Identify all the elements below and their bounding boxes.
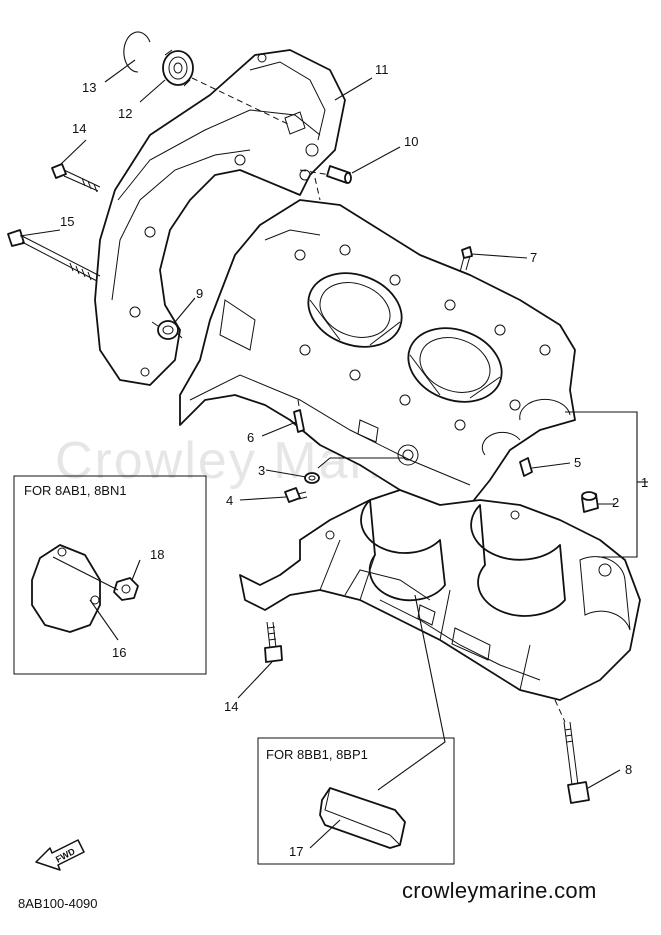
callout-15: 15 [60,214,74,229]
bearing [162,49,194,87]
callout-11: 11 [375,62,389,77]
callout-13: 13 [82,80,96,95]
nut [113,577,139,601]
bolt-lower-right [554,699,590,804]
inset-box-8bb1-8bp1 [257,737,455,865]
stud-screw [459,246,473,273]
leader-lines [19,59,621,849]
callout-1: 1 [641,475,648,490]
lower-crankcase [239,489,641,701]
callout-9: 9 [196,286,203,301]
blank-plate [319,787,406,849]
upper-crankcase [179,199,576,511]
callout-10: 10 [404,134,418,149]
callout-8: 8 [625,762,632,777]
inset-box-label-left: FOR 8AB1, 8BN1 [24,483,127,498]
callout-16: 16 [112,645,126,660]
callout-12: 12 [118,106,132,121]
callout-3: 3 [258,463,265,478]
bolt-upper [51,163,101,193]
nipple [581,491,599,513]
washer [304,472,320,484]
callout-numbers: 1 2 3 4 5 6 7 8 9 10 11 12 13 14 14 15 1… [60,62,648,859]
fwd-arrow-icon: FWD [35,839,85,871]
callout-7: 7 [530,250,537,265]
callout-14-upper: 14 [72,121,86,136]
long-bolt [7,229,101,282]
callout-5: 5 [574,455,581,470]
small-bolt [284,487,308,503]
callout-18: 18 [150,547,164,562]
bolt-lower-left [264,621,283,663]
oil-seal [151,320,183,340]
callout-2: 2 [612,495,619,510]
site-url: crowleymarine.com [402,878,597,903]
inset-box-label-bottom: FOR 8BB1, 8BP1 [266,747,368,762]
callout-14-lower: 14 [224,699,238,714]
dowel-pin-upper [326,165,352,184]
circlip [123,31,151,73]
callout-17: 17 [289,844,303,859]
crankcase-cover [94,49,346,386]
pin [293,409,305,433]
inset-box-8ab1-8bn1 [13,475,207,675]
callout-6: 6 [247,430,254,445]
cover-plate [31,544,101,633]
part-code: 8AB100-4090 [18,896,98,911]
dowel [519,457,533,477]
callout-4: 4 [226,493,233,508]
